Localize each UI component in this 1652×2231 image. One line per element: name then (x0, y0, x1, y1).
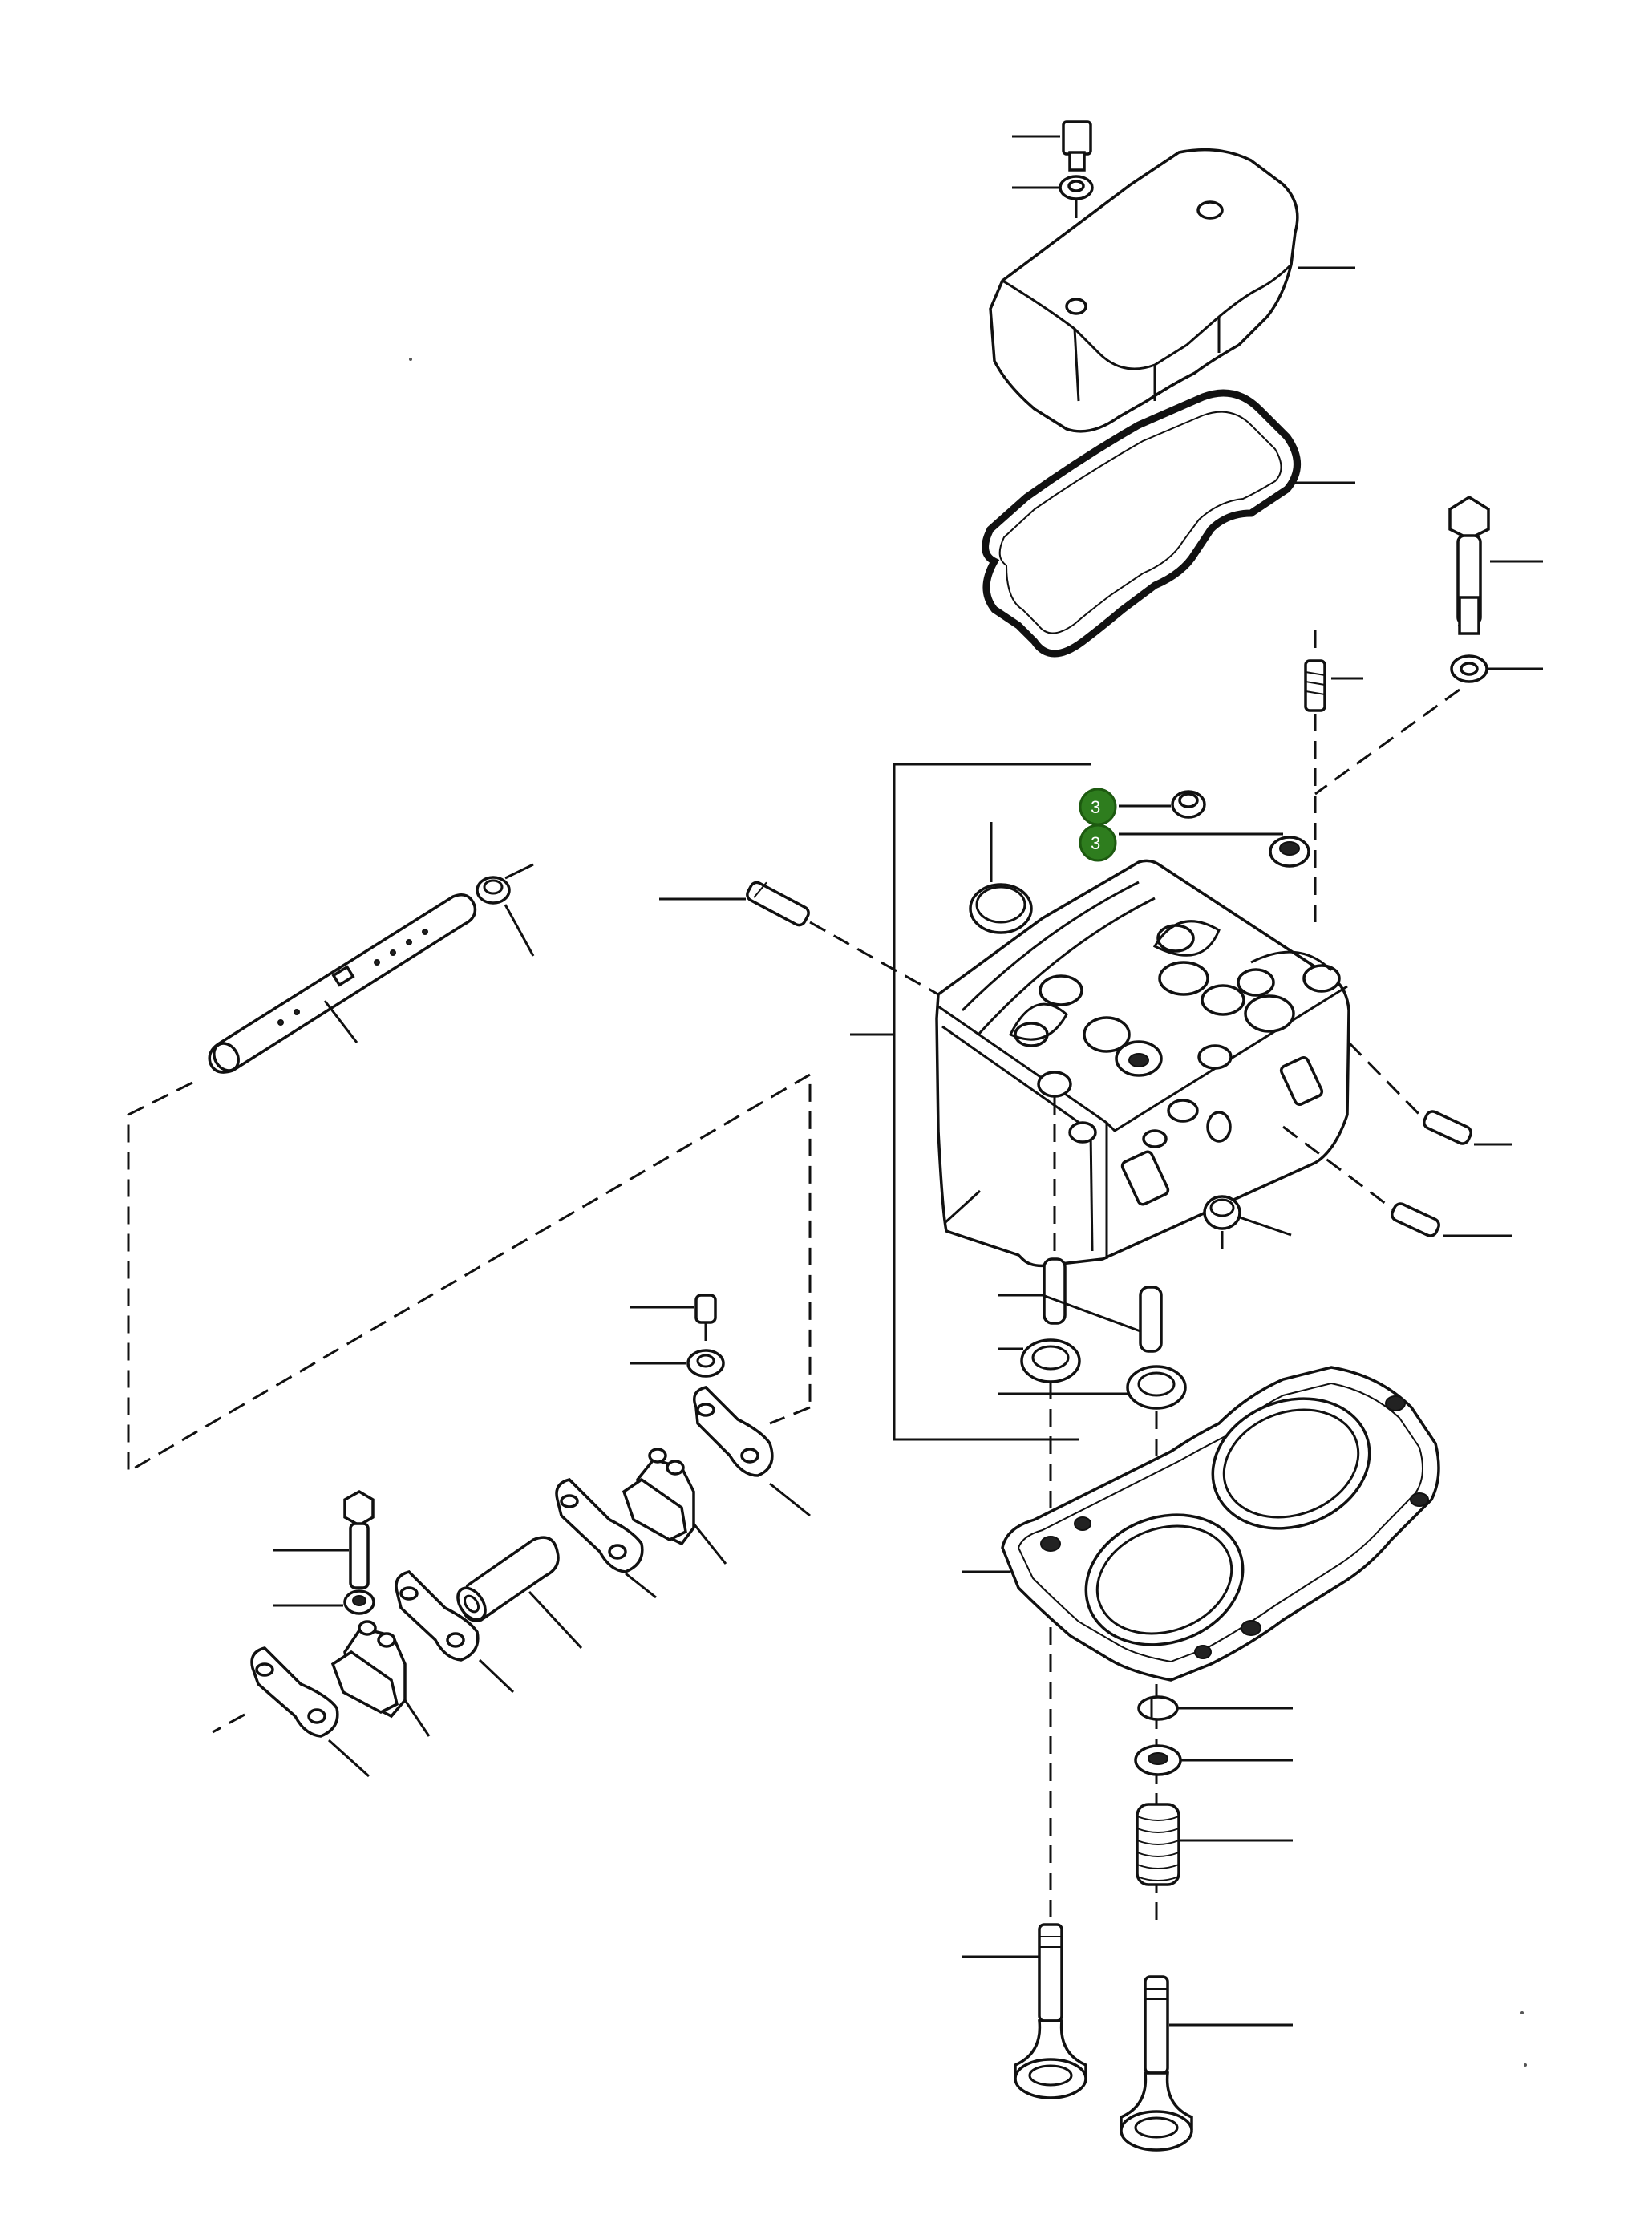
valve-guide-right[interactable] (1139, 1286, 1163, 1353)
seal-cup[interactable] (1171, 790, 1206, 819)
valve-seat-right[interactable] (1126, 1365, 1187, 1410)
cover-gasket[interactable] (982, 389, 1301, 658)
head-bolt-washer[interactable] (1450, 654, 1488, 683)
rocker-shaft[interactable] (208, 893, 477, 1075)
small-stud[interactable] (1304, 659, 1326, 712)
cover-bolt[interactable] (1062, 120, 1092, 172)
speck (1524, 2063, 1527, 2067)
side-plug[interactable] (1203, 1195, 1241, 1230)
valve-cover-group (982, 120, 1355, 658)
rocker-arm-2[interactable] (555, 1478, 644, 1573)
rocker-arms-group (212, 1294, 811, 1778)
assembly-bracket (893, 763, 1091, 1441)
callout-3b[interactable]: 3 (1079, 824, 1117, 862)
valve-train-group (962, 1695, 1293, 2152)
adjust-nut[interactable] (686, 1349, 725, 1378)
side-stud-left[interactable] (745, 881, 811, 928)
rocker-arm-3[interactable] (395, 1570, 480, 1662)
adjust-screw[interactable] (694, 1294, 717, 1324)
valve-spring[interactable] (1136, 1803, 1180, 1886)
side-stud-right-1[interactable] (1422, 1109, 1473, 1145)
valve-keepers[interactable] (1137, 1695, 1179, 1721)
spring-retainer[interactable] (1134, 1744, 1182, 1776)
cover-washer[interactable] (1059, 175, 1094, 200)
plug-cup[interactable] (1269, 836, 1310, 868)
valve-guide-left[interactable] (1043, 1257, 1067, 1325)
rocker-shaft-group (127, 863, 812, 1474)
callout-3b-label: 3 (1091, 833, 1100, 853)
bracket-bolt[interactable] (343, 1489, 375, 1589)
callout-3a-label: 3 (1091, 797, 1100, 817)
intake-valve[interactable] (1014, 1923, 1087, 2099)
rocker-bracket-1[interactable] (622, 1448, 695, 1546)
side-stud-right-2[interactable] (1390, 1201, 1441, 1237)
cylinder-head-group (659, 763, 1512, 1441)
exhaust-valve[interactable] (1120, 1975, 1193, 2152)
rocker-arm-4[interactable] (250, 1646, 339, 1738)
rocker-bracket-2[interactable] (330, 1620, 407, 1719)
head-bolt[interactable] (1448, 495, 1490, 635)
callout-3a[interactable]: 3 (1079, 788, 1117, 826)
head-stud-group (1304, 495, 1543, 922)
cylinder-head[interactable] (935, 859, 1350, 1268)
valve-cover[interactable] (989, 148, 1299, 433)
bracket-washer[interactable] (343, 1589, 375, 1615)
shaft-plug[interactable] (476, 876, 511, 905)
head-gasket[interactable] (1001, 1366, 1440, 1682)
core-plug[interactable] (969, 883, 1033, 934)
speck (409, 358, 412, 361)
rocker-bushing-shaft[interactable] (452, 1536, 560, 1625)
rocker-arm-1[interactable] (693, 1386, 774, 1477)
speck (1520, 2011, 1524, 2014)
valve-seat-left[interactable] (1020, 1338, 1081, 1383)
